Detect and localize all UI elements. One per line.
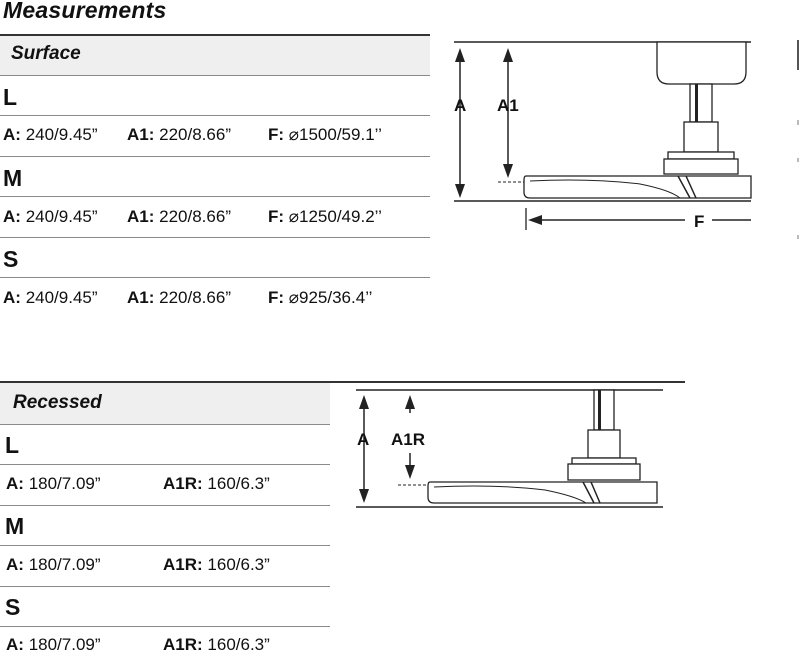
recessed-size-l-a: A: 180/7.09” <box>6 474 101 494</box>
surface-section-header: Surface <box>0 36 430 75</box>
row-divider <box>0 586 330 587</box>
surface-mount-diagram: A A1 F <box>454 40 799 239</box>
a-label: A: <box>6 555 24 574</box>
f-value: ⌀1250/49.2’’ <box>288 207 382 226</box>
a1-value: 220/8.66” <box>159 207 231 226</box>
a1r-label: A1R: <box>163 555 203 574</box>
recessed-size-m-a: A: 180/7.09” <box>6 555 101 575</box>
recessed-section-header: Recessed <box>0 383 330 424</box>
f-value: ⌀925/36.4’’ <box>288 288 373 307</box>
a-label: A: <box>3 288 21 307</box>
row-divider <box>0 464 330 465</box>
recessed-size-l-a1r: A1R: 160/6.3” <box>163 474 270 494</box>
surface-size-l-specs: A: 240/9.45” <box>3 125 98 145</box>
row-divider <box>0 545 330 546</box>
recessed-size-s-label: S <box>5 594 21 620</box>
row-divider <box>0 424 330 425</box>
surface-size-m-a1: A1: 220/8.66” <box>127 207 231 227</box>
row-divider <box>0 196 430 197</box>
recessed-top-rule-extension <box>330 381 685 383</box>
f-label: F: <box>268 125 285 144</box>
page-title: Measurements <box>3 0 167 23</box>
surface-size-l-label: L <box>3 84 18 110</box>
surface-size-s-a1: A1: 220/8.66” <box>127 288 231 308</box>
dimension-a1r-label: A1R <box>391 430 425 449</box>
row-divider <box>0 505 330 506</box>
a1r-value: 160/6.3” <box>207 555 270 574</box>
a-label: A: <box>3 125 21 144</box>
recessed-size-m-a1r: A1R: 160/6.3” <box>163 555 270 575</box>
recessed-top-rule <box>0 381 330 383</box>
surface-size-s-f: F: ⌀925/36.4’’ <box>268 288 372 308</box>
a1-label: A1: <box>127 207 155 226</box>
row-divider <box>0 277 430 278</box>
a-label: A: <box>6 635 24 654</box>
dimension-f-label: F <box>694 212 704 231</box>
row-divider <box>0 237 430 238</box>
a-value: 180/7.09” <box>28 474 101 493</box>
surface-top-rule <box>0 34 430 36</box>
surface-size-l-a1: A1: 220/8.66” <box>127 125 231 145</box>
a1-label: A1: <box>127 288 155 307</box>
row-divider <box>0 75 430 76</box>
a1-value: 220/8.66” <box>159 125 231 144</box>
a1r-label: A1R: <box>163 635 203 654</box>
row-divider <box>0 626 330 627</box>
surface-size-s-specs: A: 240/9.45” <box>3 288 98 308</box>
dimension-a-label: A <box>357 430 369 449</box>
a1r-value: 160/6.3” <box>207 474 270 493</box>
a1-label: A1: <box>127 125 155 144</box>
dimension-a-label: A <box>454 96 466 115</box>
surface-size-m-specs: A: 240/9.45” <box>3 207 98 227</box>
a1r-label: A1R: <box>163 474 203 493</box>
surface-size-l-f: F: ⌀1500/59.1’’ <box>268 125 382 145</box>
recessed-mount-diagram: A A1R <box>356 389 663 508</box>
a-label: A: <box>6 474 24 493</box>
dimension-a1-label: A1 <box>497 96 519 115</box>
recessed-size-l-label: L <box>5 432 20 458</box>
row-divider <box>0 156 430 157</box>
recessed-size-s-a: A: 180/7.09” <box>6 635 101 655</box>
a1r-value: 160/6.3” <box>207 635 270 654</box>
f-label: F: <box>268 207 285 226</box>
surface-size-m-label: M <box>3 165 23 191</box>
a-label: A: <box>3 207 21 226</box>
row-divider <box>0 115 430 116</box>
surface-size-s-label: S <box>3 246 19 272</box>
surface-size-m-f: F: ⌀1250/49.2’’ <box>268 207 382 227</box>
a-value: 240/9.45” <box>25 125 98 144</box>
a-value: 180/7.09” <box>28 555 101 574</box>
recessed-size-s-a1r: A1R: 160/6.3” <box>163 635 270 655</box>
recessed-size-m-label: M <box>5 513 25 539</box>
a-value: 240/9.45” <box>25 207 98 226</box>
a1-value: 220/8.66” <box>159 288 231 307</box>
a-value: 240/9.45” <box>25 288 98 307</box>
f-value: ⌀1500/59.1’’ <box>288 125 382 144</box>
f-label: F: <box>268 288 285 307</box>
a-value: 180/7.09” <box>28 635 101 654</box>
